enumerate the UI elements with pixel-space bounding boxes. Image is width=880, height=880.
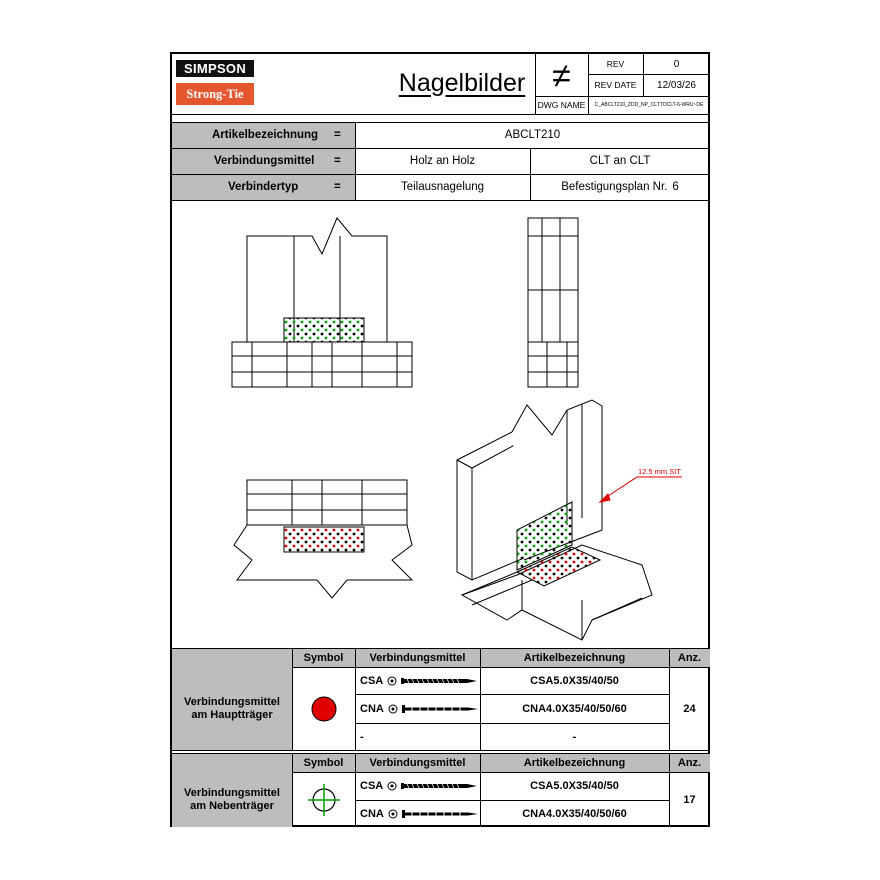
t1-row2-fastener: CNA (355, 694, 480, 723)
t2-header-symbol: Symbol (303, 756, 344, 769)
info-label-fastener: Verbindungsmittel = (214, 155, 341, 167)
t2-header-article: Artikelbezeichnung (523, 756, 626, 769)
t2-qty: 17 (683, 793, 696, 806)
t1-row3-fastener: - (360, 730, 364, 743)
t1-row2-article: CNA4.0X35/40/50/60 (522, 702, 627, 715)
t1-row1-fastener: CSA (355, 667, 480, 694)
t1-header-article: Artikelbezeichnung (523, 651, 626, 664)
plan-view (233, 479, 414, 599)
sit-annotation-label: 12.5 mm SIT (638, 467, 681, 476)
simpson-logo: SIMPSON (176, 60, 254, 77)
dwg-name-label: DWG NAME (537, 100, 586, 110)
t1-header-qty: Anz. (677, 651, 702, 664)
info-value-type-a: Teilausnagelung (400, 181, 485, 193)
not-equal-symbol: ≠ (552, 56, 571, 95)
screw-icon (387, 676, 478, 685)
info-value-article: ABCLT210 (504, 129, 561, 141)
red-circle-symbol-icon (292, 667, 355, 750)
nail-icon (388, 809, 478, 818)
front-view (231, 217, 413, 388)
t2-row2-article: CNA4.0X35/40/50/60 (522, 807, 627, 820)
t1-row3-article: - (572, 730, 577, 743)
info-value-type-b: Befestigungsplan Nr.6 (561, 181, 679, 193)
t1-header-fastener: Verbindungsmittel (369, 651, 466, 664)
t1-row1-article: CSA5.0X35/40/50 (530, 674, 619, 687)
technical-drawing: 12.5 mm SIT (231, 217, 682, 641)
dwg-name-value: C_ABCLT210_ZDD_NP_CLTTOCLT-6-WRU~DE (594, 102, 704, 108)
page-title: Nagelbilder (398, 68, 526, 97)
rev-date-value: 12/03/26 (657, 79, 696, 91)
green-crosshair-symbol-icon (292, 772, 355, 827)
t1-header-symbol: Symbol (303, 651, 344, 664)
t2-header-qty: Anz. (677, 756, 702, 769)
screw-icon (387, 781, 478, 791)
nail-icon (388, 704, 478, 713)
rev-date-label: REV DATE (594, 80, 637, 90)
rev-value: 0 (673, 58, 680, 70)
t2-row1-article: CSA5.0X35/40/50 (530, 780, 619, 792)
rev-label: REV (606, 59, 625, 69)
info-label-type: Verbindertyp = (228, 181, 341, 193)
t2-row2-fastener: CNA (355, 800, 480, 827)
strong-tie-logo: Strong-Tie (176, 83, 254, 105)
info-label-article: Artikelbezeichnung = (212, 129, 341, 141)
drawing-sheet: SIMPSON Strong-Tie Nagelbilder ≠ REV 0 R… (170, 52, 710, 827)
t1-qty: 24 (683, 702, 696, 715)
isometric-view (456, 399, 653, 641)
info-value-fastener-a: Holz an Holz (409, 155, 476, 167)
t2-row1-fastener: CSA (355, 772, 480, 800)
side-view (527, 217, 579, 388)
info-value-fastener-b: CLT an CLT (589, 155, 651, 167)
t2-header-fastener: Verbindungsmittel (369, 756, 466, 769)
sit-annotation (598, 476, 682, 503)
